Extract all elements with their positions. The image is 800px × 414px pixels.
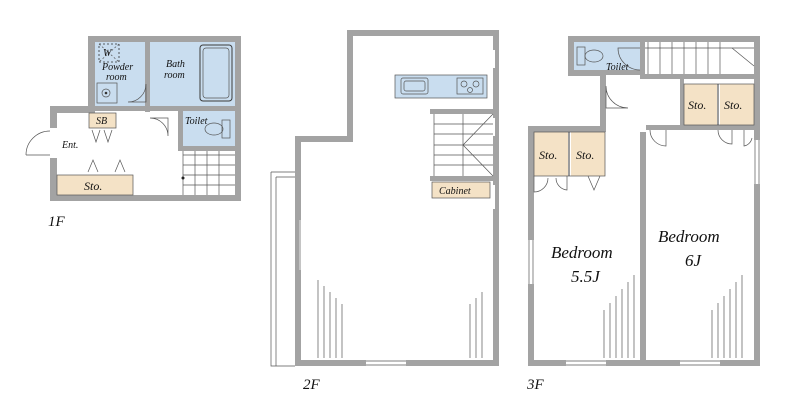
cabinet-label: Cabinet <box>439 186 471 197</box>
storage-3f-3 <box>684 84 717 125</box>
bedroom-a-size: 5.5J <box>571 267 601 286</box>
floor-3f-label: 3F <box>526 377 545 393</box>
storage-3f-2-label: Sto. <box>576 148 594 162</box>
bath-room-area <box>150 42 235 106</box>
storage-3f-4-label: Sto. <box>724 98 742 112</box>
floor-1f: W Powder room Bath room Toilet SB Ent. S… <box>25 36 241 230</box>
storage-3f-4 <box>720 84 754 125</box>
storage-1f <box>57 175 133 195</box>
storage-3f-3-label: Sto. <box>688 98 706 112</box>
storage-1f-label: Sto. <box>84 179 102 193</box>
toilet-1f-label: Toilet <box>185 116 208 127</box>
bath-room-label-1: Bath <box>166 59 185 70</box>
bedroom-b-size: 6J <box>685 251 703 270</box>
shoe-box-label: SB <box>96 116 107 127</box>
floor-1f-label: 1F <box>48 214 66 230</box>
cabinet <box>432 182 490 198</box>
powder-room-label-2: room <box>106 72 127 83</box>
toilet-3f-label: Toilet <box>606 62 629 73</box>
bedroom-a-name: Bedroom <box>551 243 613 262</box>
powder-room-label-1: Powder <box>101 62 133 73</box>
entrance-label: Ent. <box>61 140 78 151</box>
floor-3f: Toilet Sto. Sto. Sto. Sto. Bedroom 5.5J … <box>526 36 762 393</box>
floor-2f: Cabinet 2F <box>270 30 499 393</box>
floor-2f-label: 2F <box>303 377 321 393</box>
storage-3f-2 <box>571 132 605 176</box>
bedroom-b-name: Bedroom <box>658 227 720 246</box>
shoe-box <box>89 113 116 128</box>
toilet-1f-area <box>183 111 235 146</box>
washer-label: W <box>103 48 113 59</box>
storage-3f-1-label: Sto. <box>539 148 557 162</box>
powder-room-area <box>95 42 145 106</box>
bath-room-label-2: room <box>164 70 185 81</box>
kitchen-counter <box>395 75 487 98</box>
storage-3f-1 <box>534 132 568 176</box>
